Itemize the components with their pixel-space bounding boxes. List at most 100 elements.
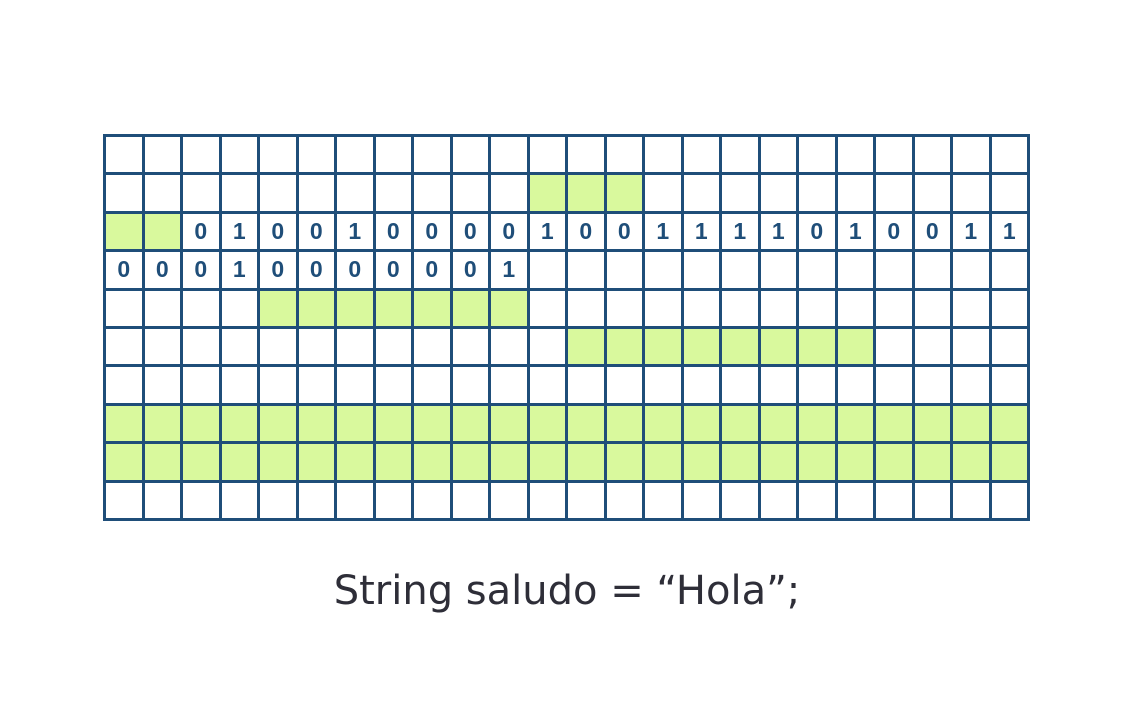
used-memory-cell <box>221 405 260 445</box>
empty-memory-cell <box>799 482 838 521</box>
empty-memory-cell <box>683 137 722 176</box>
bit-cell: 1 <box>221 252 260 291</box>
bit-cell: 0 <box>414 252 453 291</box>
empty-memory-cell <box>491 137 530 176</box>
empty-memory-cell <box>683 482 722 521</box>
empty-memory-cell <box>260 367 299 406</box>
bit-cell: 0 <box>183 213 222 253</box>
empty-memory-cell <box>337 328 376 368</box>
empty-memory-cell <box>722 367 761 406</box>
empty-memory-cell <box>568 290 607 329</box>
bit-cell: 0 <box>606 213 645 253</box>
empty-memory-cell <box>529 137 568 176</box>
empty-memory-cell <box>645 175 684 214</box>
empty-memory-cell <box>260 175 299 214</box>
used-memory-cell <box>298 405 337 445</box>
empty-memory-cell <box>914 175 953 214</box>
empty-memory-cell <box>183 367 222 406</box>
used-memory-cell <box>183 444 222 483</box>
empty-memory-cell <box>221 290 260 329</box>
used-memory-cell <box>760 405 799 445</box>
empty-memory-cell <box>837 482 876 521</box>
empty-memory-cell <box>953 175 992 214</box>
empty-memory-cell <box>876 290 915 329</box>
empty-memory-cell <box>914 290 953 329</box>
empty-memory-cell <box>953 328 992 368</box>
empty-memory-cell <box>414 482 453 521</box>
empty-memory-cell <box>144 482 183 521</box>
empty-memory-cell <box>106 137 145 176</box>
used-memory-cell <box>606 444 645 483</box>
used-memory-cell <box>953 405 992 445</box>
empty-memory-cell <box>183 175 222 214</box>
used-memory-cell <box>760 328 799 368</box>
empty-memory-cell <box>876 252 915 291</box>
empty-memory-cell <box>722 137 761 176</box>
bit-cell: 0 <box>414 213 453 253</box>
empty-memory-cell <box>991 137 1030 176</box>
used-memory-cell <box>876 444 915 483</box>
empty-memory-cell <box>452 137 491 176</box>
empty-memory-cell <box>375 367 414 406</box>
empty-memory-cell <box>529 367 568 406</box>
empty-memory-cell <box>375 175 414 214</box>
used-memory-cell <box>799 405 838 445</box>
empty-memory-cell <box>914 482 953 521</box>
empty-memory-cell <box>414 175 453 214</box>
empty-memory-cell <box>953 482 992 521</box>
used-memory-cell <box>375 444 414 483</box>
empty-memory-cell <box>568 137 607 176</box>
bit-cell: 1 <box>221 213 260 253</box>
empty-memory-cell <box>837 137 876 176</box>
used-memory-cell <box>683 444 722 483</box>
empty-memory-cell <box>529 328 568 368</box>
used-memory-cell <box>337 290 376 329</box>
used-memory-cell <box>452 405 491 445</box>
used-memory-cell <box>414 405 453 445</box>
used-memory-cell <box>760 444 799 483</box>
used-memory-cell <box>375 290 414 329</box>
bit-cell: 0 <box>491 213 530 253</box>
empty-memory-cell <box>645 482 684 521</box>
empty-memory-cell <box>452 482 491 521</box>
empty-memory-cell <box>606 482 645 521</box>
empty-memory-cell <box>799 175 838 214</box>
empty-memory-cell <box>144 367 183 406</box>
used-memory-cell <box>722 328 761 368</box>
empty-memory-cell <box>914 137 953 176</box>
empty-memory-cell <box>914 367 953 406</box>
empty-memory-cell <box>953 367 992 406</box>
empty-memory-cell <box>491 482 530 521</box>
empty-memory-cell <box>991 328 1030 368</box>
empty-memory-cell <box>144 137 183 176</box>
empty-memory-cell <box>106 367 145 406</box>
empty-memory-cell <box>760 252 799 291</box>
empty-memory-cell <box>183 328 222 368</box>
empty-memory-cell <box>298 367 337 406</box>
used-memory-cell <box>991 444 1030 483</box>
empty-memory-cell <box>722 290 761 329</box>
used-memory-cell <box>452 290 491 329</box>
empty-memory-cell <box>799 137 838 176</box>
empty-memory-cell <box>837 367 876 406</box>
used-memory-cell <box>106 213 145 253</box>
bit-cell: 0 <box>452 252 491 291</box>
empty-memory-cell <box>722 482 761 521</box>
empty-memory-cell <box>837 252 876 291</box>
empty-memory-cell <box>991 367 1030 406</box>
empty-memory-cell <box>375 328 414 368</box>
used-memory-cell <box>260 405 299 445</box>
used-memory-cell <box>837 405 876 445</box>
used-memory-cell <box>568 405 607 445</box>
bit-cell: 0 <box>106 252 145 291</box>
empty-memory-cell <box>298 328 337 368</box>
empty-memory-cell <box>414 367 453 406</box>
empty-memory-cell <box>606 252 645 291</box>
used-memory-cell <box>106 444 145 483</box>
used-memory-cell <box>914 444 953 483</box>
empty-memory-cell <box>260 482 299 521</box>
empty-memory-cell <box>645 252 684 291</box>
bit-cell: 1 <box>645 213 684 253</box>
